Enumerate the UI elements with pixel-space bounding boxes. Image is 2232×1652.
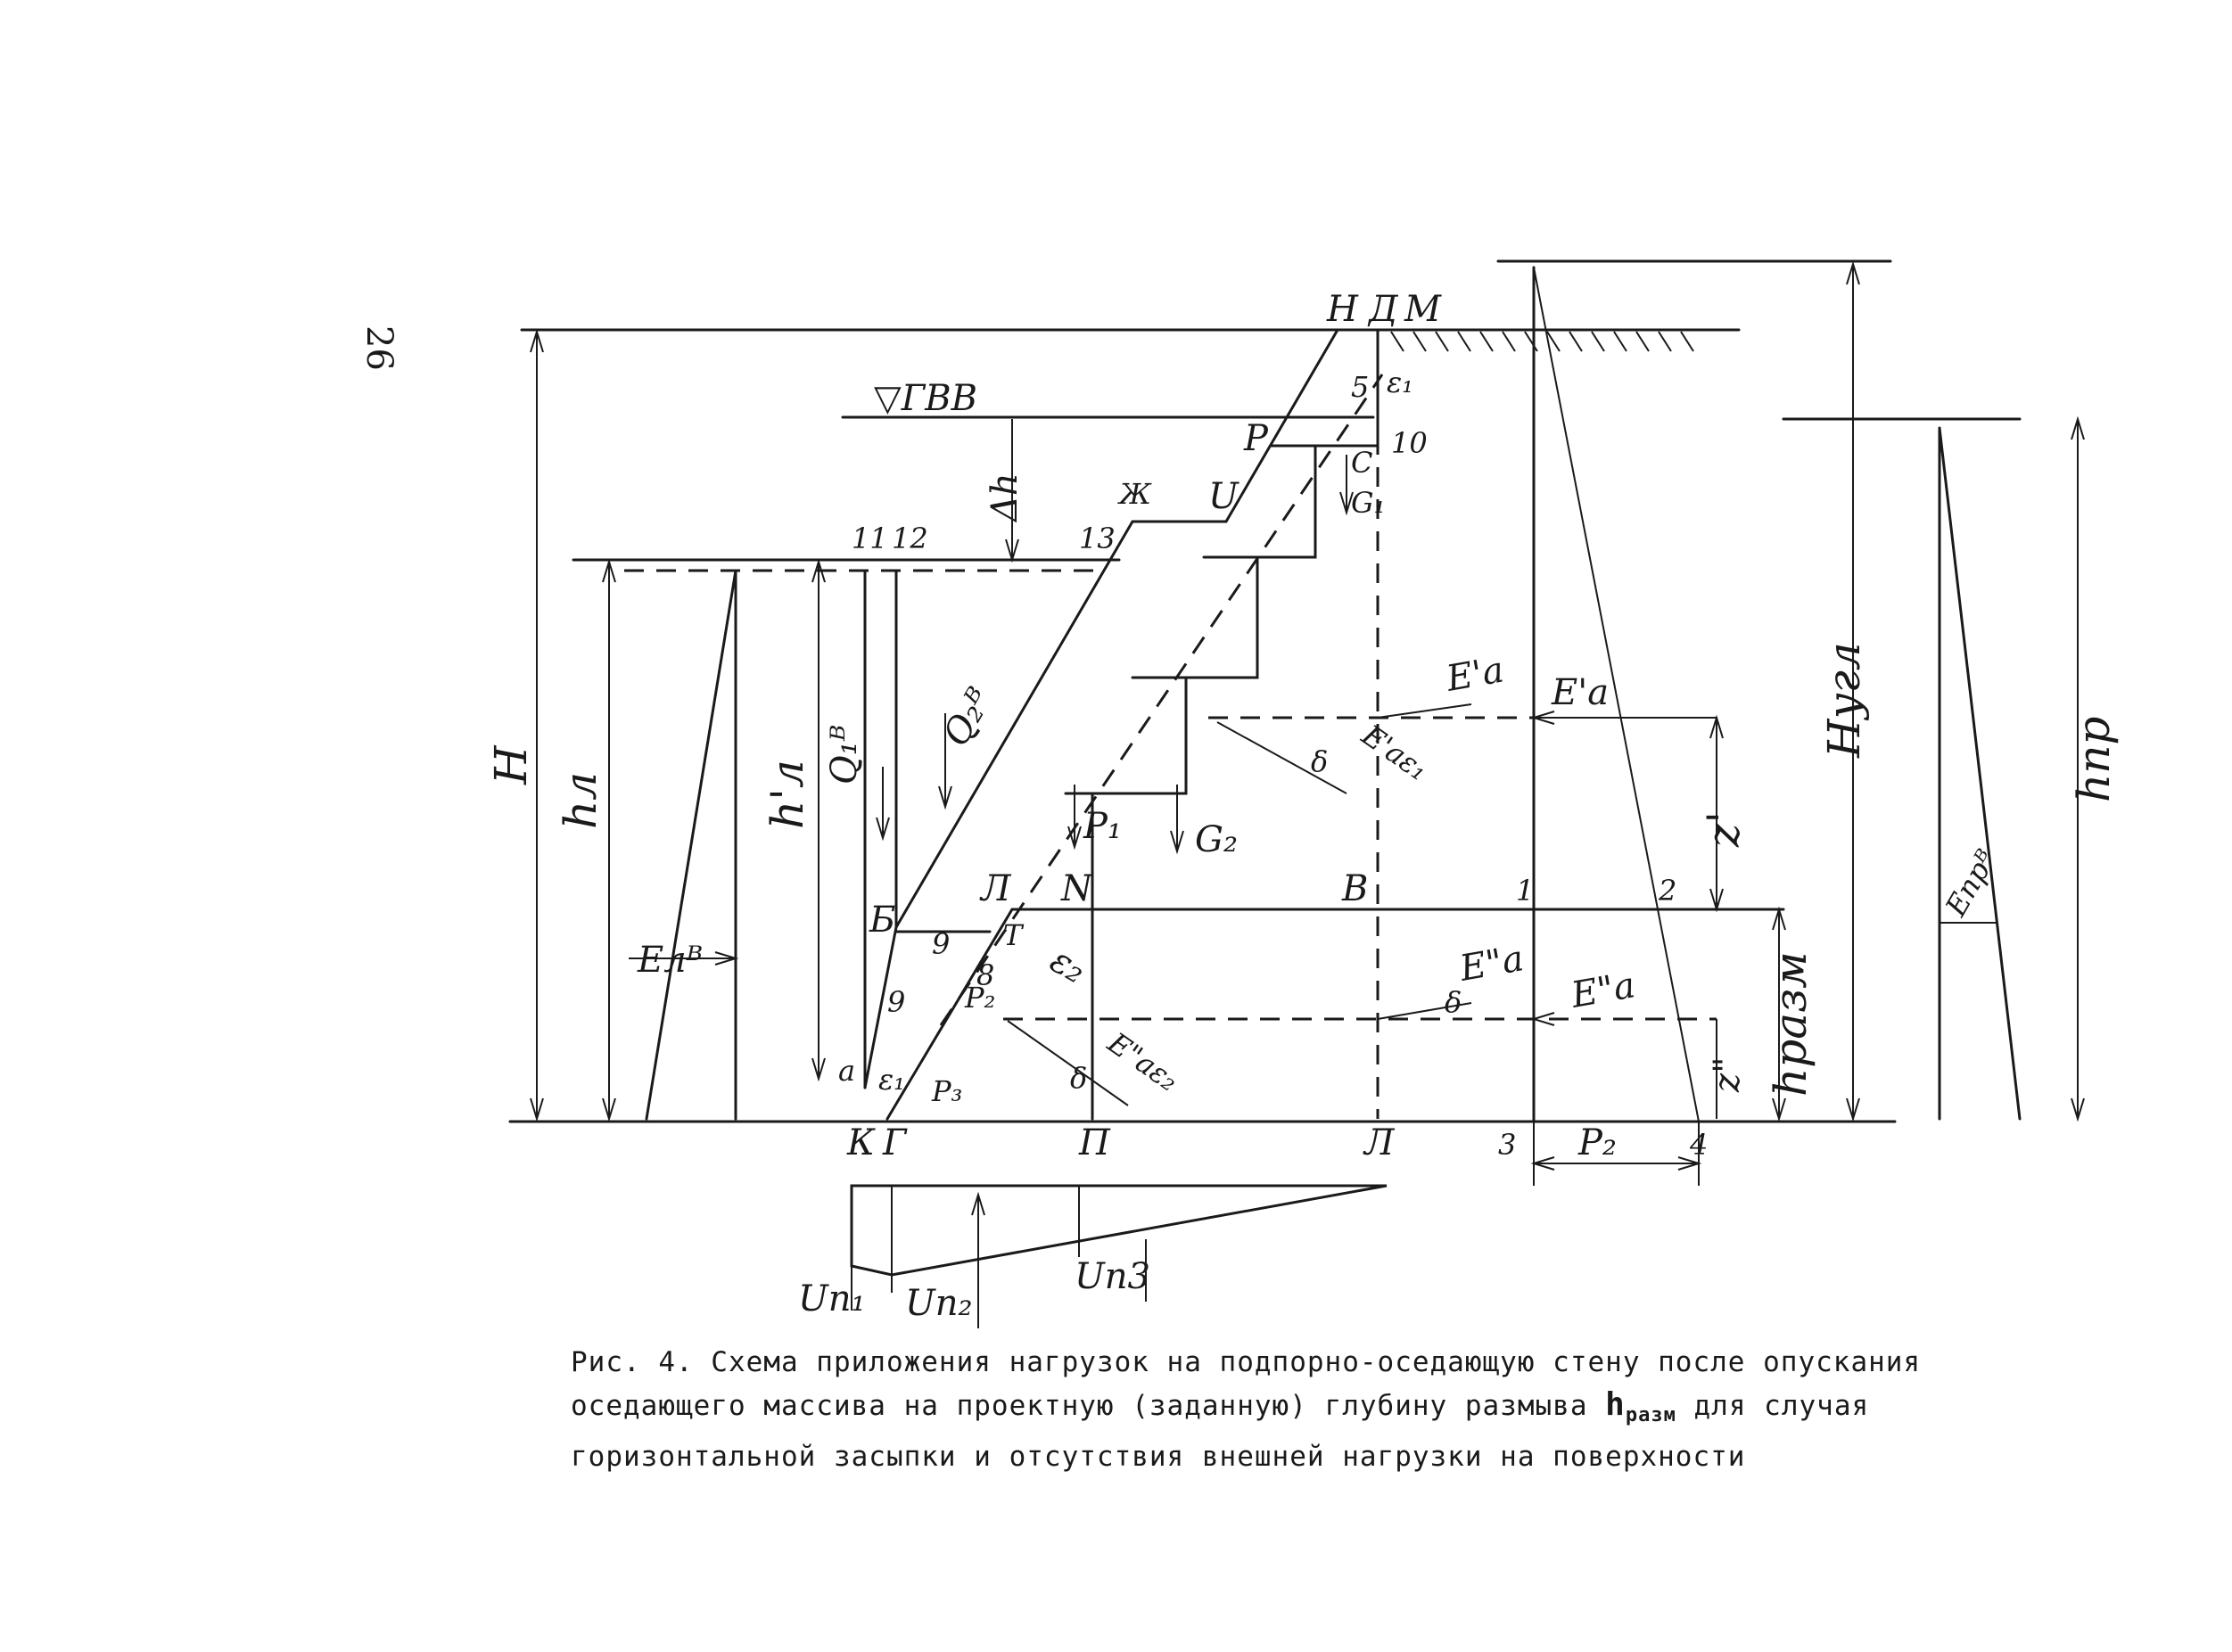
label-T: T — [1003, 918, 1025, 952]
passive-pressure-triangle — [645, 569, 737, 1121]
label-Zh: Ж — [1117, 477, 1152, 511]
label-H: H — [485, 744, 537, 785]
Ea-eps2-force — [1007, 1020, 1129, 1106]
dim-hpr-arrows — [2071, 415, 2085, 1122]
label-hl-prime: h'л — [762, 760, 813, 829]
label-U: U — [1208, 476, 1240, 517]
label-Pi: П — [1078, 1122, 1111, 1163]
dim-P2-arrows — [1530, 1156, 1702, 1171]
label-4: 4 — [1689, 1128, 1708, 1162]
wall-upper-face — [894, 328, 1339, 929]
caption-line-2-text: оседающего массива на проектную (заданну… — [571, 1390, 1588, 1422]
Ea-eps1-force — [1216, 721, 1347, 794]
label-z1: z' — [1698, 811, 1750, 848]
sliding-plane-dashed — [939, 374, 1384, 1026]
label-Ea1: E'a — [1443, 649, 1507, 700]
Ea2-inclined — [1377, 1002, 1472, 1020]
label-2: 2 — [1658, 874, 1676, 908]
label-G: Г — [882, 1122, 908, 1163]
G2-arrow — [1170, 785, 1184, 855]
label-B-top: B — [1341, 868, 1368, 909]
dim-H-arrows — [530, 328, 544, 1122]
dim-hl-prime-arrows — [811, 558, 826, 1082]
label-L-bot: Л — [1363, 1122, 1396, 1163]
label-L-top: Л — [979, 868, 1012, 909]
label-Ea1-right: E'a — [1551, 672, 1609, 713]
diagram-labels: H Д М 5 ε₁ 10 ▽ГВВ Δh P C G₁ U Ж 11 12 1… — [485, 289, 2120, 1324]
label-Ea2-right: E"a — [1568, 965, 1638, 1016]
label-delta-1: δ — [1311, 744, 1328, 778]
label-Hugl: Hугл — [1818, 642, 1870, 759]
label-3: 3 — [1498, 1128, 1516, 1162]
active-pressure-inclined — [1533, 267, 1700, 1122]
label-13: 13 — [1079, 522, 1116, 555]
figure-caption: Рис. 4. Схема приложения нагрузок на под… — [571, 1342, 2033, 1478]
label-eps2: ε₂ — [1043, 940, 1092, 992]
label-Pz: P₂ — [1577, 1122, 1617, 1163]
label-Un3: Uп3 — [1075, 1256, 1150, 1297]
Un2-arrow — [971, 1191, 985, 1328]
label-5: 5 — [1351, 370, 1369, 404]
label-P2-inner: P₂ — [964, 981, 995, 1015]
label-G2: G₂ — [1195, 819, 1238, 860]
label-Ea-eps2: E"aε₂ — [1101, 1025, 1185, 1098]
P1-arrow — [1067, 785, 1082, 851]
label-GVV: ▽ГВВ — [874, 378, 977, 419]
caption-line-2-tail: для случая — [1693, 1390, 1870, 1422]
caption-line-3: горизонтальной засыпки и отсутствия внеш… — [571, 1441, 1746, 1474]
caption-line-1: Рис. 4. Схема приложения нагрузок на под… — [571, 1346, 1922, 1378]
label-z2: z" — [1707, 1057, 1748, 1093]
label-M: М — [1404, 289, 1442, 330]
EL-arrow — [714, 951, 739, 966]
Q2-arrow — [938, 713, 952, 810]
caption-h-symbol: h — [1605, 1386, 1626, 1423]
label-K: К — [846, 1122, 876, 1163]
label-delta-2: δ — [1445, 985, 1462, 1019]
label-H-point: H — [1326, 289, 1359, 330]
dim-hl-arrows — [602, 558, 616, 1122]
label-Q9: 9 — [887, 985, 905, 1019]
label-N: N — [1060, 868, 1094, 909]
label-a: a — [838, 1054, 855, 1088]
dim-z1-arrows — [1709, 714, 1724, 913]
label-P: P — [1243, 418, 1269, 459]
label-hl: hл — [555, 772, 606, 829]
label-dh: Δh — [984, 473, 1025, 523]
label-11: 11 — [852, 522, 888, 555]
Ea1-inclined — [1377, 703, 1472, 719]
label-EL: Eлᴮ — [637, 940, 703, 981]
dim-hrazm-arrows — [1772, 906, 1786, 1122]
wall-toe-face — [863, 925, 898, 1089]
label-Ea-eps1: E'aε₁ — [1355, 718, 1435, 787]
label-Ea2: E"a — [1456, 938, 1527, 990]
caption-h-subscript: разм — [1625, 1404, 1676, 1427]
label-Un1: Uп₁ — [798, 1278, 866, 1319]
label-8: 8 — [976, 958, 994, 992]
label-D: Д — [1367, 289, 1399, 330]
label-P1: P₁ — [1083, 806, 1122, 847]
label-eps1-bot: ε₁ — [878, 1063, 905, 1097]
dim-Hugl-arrows — [1846, 260, 1860, 1122]
label-9: 9 — [932, 927, 950, 961]
label-Q1: Q₁ᴮ — [824, 725, 865, 785]
label-Un2: Uп₂ — [905, 1283, 973, 1324]
label-eps1-top: ε₁ — [1387, 366, 1413, 399]
label-1: 1 — [1516, 874, 1534, 908]
G1-arrow — [1339, 455, 1354, 516]
label-B-left: Б — [869, 900, 895, 941]
Q1-arrow — [876, 767, 890, 842]
label-10: 10 — [1391, 426, 1428, 460]
label-C: C — [1351, 446, 1372, 480]
label-G1: G₁ — [1351, 486, 1385, 520]
label-hrazm: hразм — [1765, 951, 1816, 1097]
label-12: 12 — [892, 522, 928, 555]
ground-hatching — [1390, 331, 1694, 352]
label-delta-3: δ — [1070, 1061, 1087, 1095]
caption-line-2: оседающего массива на проектную (заданну… — [571, 1384, 2033, 1436]
right-pressure-triangle — [1938, 426, 2022, 1121]
label-hpr: hпр — [2068, 717, 2120, 802]
label-P3: P₃ — [931, 1074, 962, 1108]
